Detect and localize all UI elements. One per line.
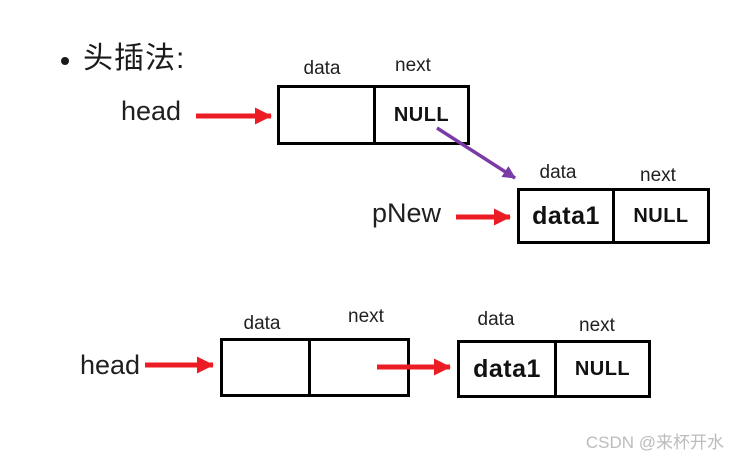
list-node-pnew: data1 NULL (517, 188, 710, 244)
next-field-label: next (395, 55, 431, 76)
data-cell: data1 (460, 343, 554, 395)
head-pointer-label-top: head (121, 96, 182, 126)
data-cell: data1 (520, 191, 612, 241)
next-field-label: next (640, 165, 676, 186)
slide-title: 头插法: (83, 42, 186, 75)
list-node-second-bottom: data1 NULL (457, 340, 651, 398)
next-value: NULL (393, 103, 450, 126)
slide-title-row: 头插法: (61, 42, 185, 76)
next-cell: NULL (554, 343, 648, 395)
watermark: CSDN @来杯开水 (585, 433, 724, 452)
data-field-label: data (477, 309, 515, 330)
next-value: NULL (633, 204, 689, 227)
next-value: NULL (574, 357, 631, 380)
data-field-label: data (243, 313, 281, 334)
data-cell (280, 88, 373, 142)
data-cell (223, 341, 308, 394)
list-node-head-top: NULL (277, 85, 470, 145)
next-cell: NULL (612, 191, 707, 241)
list-node-first-bottom (220, 338, 410, 397)
data-value: data1 (473, 354, 541, 383)
pnew-pointer-label: pNew (372, 198, 442, 228)
head-pointer-label-bottom: head (80, 350, 141, 380)
next-field-label: next (348, 306, 384, 327)
next-cell: NULL (373, 88, 467, 142)
bullet-icon (61, 57, 69, 65)
next-cell (308, 341, 407, 394)
data-field-label: data (539, 162, 577, 183)
data-field-label: data (303, 58, 341, 79)
next-field-label: next (579, 315, 615, 336)
data-value: data1 (532, 201, 600, 230)
